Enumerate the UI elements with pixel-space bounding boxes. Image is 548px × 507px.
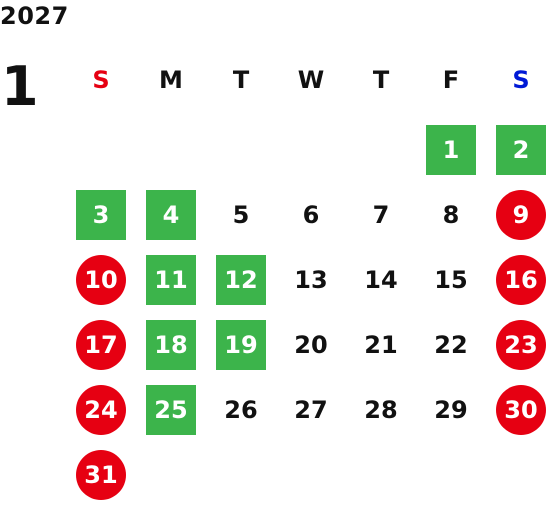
day-cell: 4 [136,182,206,247]
day-number: 26 [224,395,258,424]
day-cell: 8 [416,182,486,247]
day-cell: 2 [486,117,548,182]
day-number: 14 [364,265,398,294]
weekday-wed: W [297,66,325,94]
holiday-day-number: 23 [496,319,546,370]
holiday-day-number: 31 [76,449,126,500]
year-label: 2027 [0,2,69,30]
day-cell: 1 [416,117,486,182]
highlighted-day-number: 3 [76,189,126,240]
holiday-day-number: 10 [76,254,126,305]
day-cell: 5 [206,182,276,247]
day-cell: 14 [346,247,416,312]
day-cell: 20 [276,312,346,377]
highlighted-day-number: 18 [146,319,196,370]
day-cell: 30 [486,377,548,442]
weekday-header-row: S M T W T F S [66,62,548,98]
day-number: 7 [372,200,390,229]
day-cell: 19 [206,312,276,377]
day-cell: 17 [66,312,136,377]
day-cell: 10 [66,247,136,312]
day-cell: 18 [136,312,206,377]
empty-day-cell [66,117,136,182]
day-cell: 21 [346,312,416,377]
day-number: 22 [434,330,468,359]
weekday-sat: S [512,66,530,94]
holiday-day-number: 16 [496,254,546,305]
highlighted-day-number: 25 [146,384,196,435]
day-cell: 29 [416,377,486,442]
day-cell: 6 [276,182,346,247]
holiday-day-number: 17 [76,319,126,370]
day-cell: 13 [276,247,346,312]
highlighted-day-number: 19 [216,319,266,370]
day-cell: 25 [136,377,206,442]
day-number: 28 [364,395,398,424]
empty-day-cell [136,117,206,182]
weekday-mon: M [159,66,183,94]
empty-day-cell [276,117,346,182]
day-cell: 15 [416,247,486,312]
day-number: 15 [434,265,468,294]
day-cell: 31 [66,442,136,507]
weekday-tue: T [232,66,250,94]
day-number: 20 [294,330,328,359]
empty-day-cell [206,117,276,182]
empty-day-cell [346,117,416,182]
highlighted-day-number: 2 [496,124,546,175]
day-number: 21 [364,330,398,359]
holiday-day-number: 9 [496,189,546,240]
day-number: 13 [294,265,328,294]
day-number: 6 [302,200,320,229]
highlighted-day-number: 1 [426,124,476,175]
day-cell: 23 [486,312,548,377]
day-number: 27 [294,395,328,424]
day-cell: 11 [136,247,206,312]
day-number: 5 [232,200,250,229]
highlighted-day-number: 11 [146,254,196,305]
weekday-thu: T [372,66,390,94]
highlighted-day-number: 12 [216,254,266,305]
holiday-day-number: 30 [496,384,546,435]
day-cell: 16 [486,247,548,312]
day-cell: 9 [486,182,548,247]
weekday-sun: S [92,66,110,94]
day-cell: 24 [66,377,136,442]
day-cell: 22 [416,312,486,377]
day-cell: 12 [206,247,276,312]
holiday-day-number: 24 [76,384,126,435]
day-cell: 28 [346,377,416,442]
weekday-fri: F [442,66,460,94]
day-number: 8 [442,200,460,229]
month-number: 1 [1,55,39,118]
day-cell: 27 [276,377,346,442]
day-cell: 26 [206,377,276,442]
day-number: 29 [434,395,468,424]
highlighted-day-number: 4 [146,189,196,240]
day-cell: 7 [346,182,416,247]
day-cell: 3 [66,182,136,247]
